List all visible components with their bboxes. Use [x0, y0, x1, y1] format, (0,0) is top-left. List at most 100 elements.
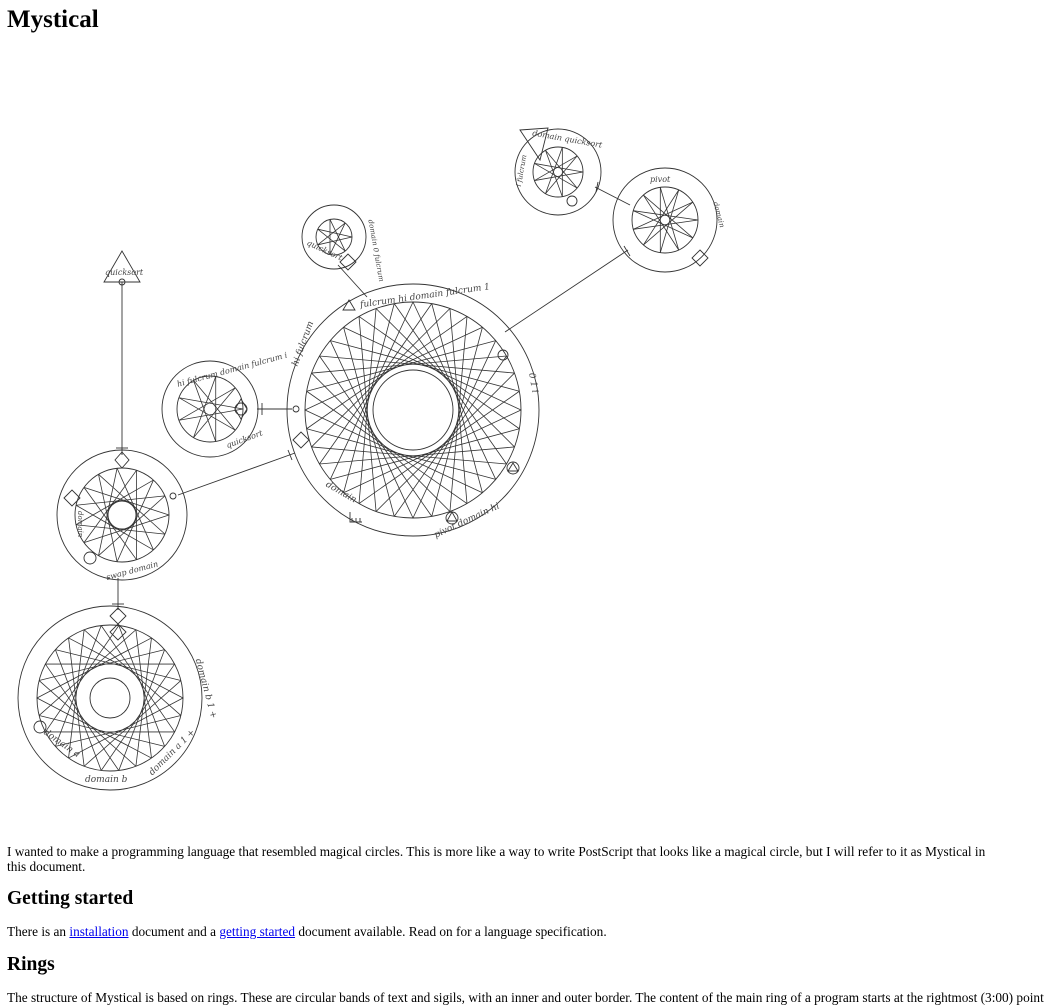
page-title: Mystical: [7, 6, 99, 33]
swap-ring: [56, 449, 188, 581]
star-line: [412, 301, 497, 480]
left-ring-text-a: quicksort: [225, 428, 265, 450]
star-line: [178, 387, 236, 421]
star-line: [75, 524, 165, 535]
installation-link[interactable]: installation: [69, 924, 129, 939]
star-line: [449, 316, 468, 512]
star-line: [100, 663, 175, 771]
star-line: [68, 637, 85, 767]
star-line: [83, 629, 182, 716]
star-line: [449, 308, 468, 504]
star-line: [98, 468, 118, 556]
getting-started-heading: Getting started: [7, 888, 134, 909]
star-line: [659, 189, 680, 253]
left-small-ring: [161, 360, 259, 458]
swap-ring-text: swap domain: [105, 559, 159, 582]
triangle-label: quicksort: [105, 268, 144, 277]
connector-line: [177, 452, 296, 496]
gs-text-middle: document and a: [128, 924, 220, 939]
upper-ring-text-b: domain 0 fulcrum: [366, 219, 385, 283]
star-line: [375, 372, 515, 512]
star-line: [534, 155, 578, 181]
rings-paragraph: The structure of Mystical is based on ri…: [7, 990, 1044, 1005]
getting-started-link[interactable]: getting started: [219, 924, 296, 939]
star-line: [55, 715, 181, 747]
bottom-ring: [17, 605, 203, 791]
star-line: [39, 715, 165, 747]
star-line: [98, 474, 118, 562]
star-line: [39, 649, 165, 681]
star-line: [633, 210, 699, 221]
star-line: [68, 697, 184, 759]
intro-paragraph: I wanted to make a programming language …: [7, 844, 986, 874]
main-ring-text-left: hi fulcrum: [291, 320, 317, 368]
star-line: [118, 625, 166, 747]
swap-ring-text-b: domain: [76, 511, 84, 538]
connector-line: [504, 249, 629, 333]
tr-ring-text-a: domain quicksort: [532, 129, 604, 150]
star-line: [118, 649, 166, 771]
star-line: [98, 473, 166, 535]
getting-started-paragraph: There is an installation document and a …: [7, 924, 987, 940]
main-ring-text-bottom: pivot domain hi: [433, 501, 502, 540]
star-line: [54, 625, 102, 747]
star-line: [431, 303, 483, 493]
right-ring-text-a: pivot: [650, 175, 671, 184]
upper-small-ring: [301, 204, 367, 271]
star-line: [643, 194, 694, 239]
main-ring-text-bottom-b: domain: [324, 480, 358, 506]
connector-line: [337, 264, 368, 298]
star-line: [311, 308, 451, 448]
star-line: [45, 663, 120, 771]
star-line: [412, 340, 497, 519]
star-line: [545, 147, 563, 194]
star-line: [633, 219, 699, 230]
bottom-ring-text-a: domain a: [41, 728, 81, 760]
left-ring-text-b: hi fulcrum domain fulcrum i: [176, 351, 289, 389]
bottom-ring-text-b: domain b: [85, 775, 128, 785]
gs-text-before: There is an: [7, 924, 70, 939]
star-line: [431, 327, 483, 517]
bottom-ring-text-d: domain b 1 +: [193, 658, 219, 720]
star-line: [36, 637, 152, 699]
star-line: [329, 222, 346, 255]
star-line: [83, 487, 137, 560]
star-line: [317, 236, 353, 246]
star-line: [545, 150, 578, 189]
star-line: [534, 163, 578, 189]
star-line: [83, 514, 170, 544]
star-line: [393, 303, 507, 465]
top-right-ring: [514, 127, 602, 216]
star-line: [38, 680, 137, 767]
right-ring: [612, 167, 718, 273]
rings-heading: Rings: [7, 954, 55, 975]
star-line: [317, 222, 346, 246]
star-line: [178, 397, 236, 431]
star-line: [178, 408, 244, 421]
star-line: [633, 210, 693, 239]
star-line: [193, 376, 217, 438]
star-line: [375, 308, 515, 448]
star-line: [135, 629, 152, 759]
quicksort-triangle: [103, 250, 141, 283]
star-line: [193, 380, 217, 442]
star-line: [98, 495, 166, 557]
star-line: [38, 629, 137, 716]
star-line: [100, 625, 175, 733]
star-line: [68, 637, 184, 699]
magic-circle-figure: quicksort fulcrum hi domain fulcrum 1 0 …: [17, 127, 726, 791]
star-line: [83, 486, 170, 516]
main-ring-text-top: fulcrum hi domain fulcrum 1: [359, 282, 491, 310]
star-line: [116, 479, 154, 562]
star-line: [36, 697, 152, 759]
gs-text-after: document available. Read on for a langua…: [295, 924, 607, 939]
star-line: [45, 625, 120, 733]
star-line: [54, 649, 102, 771]
star-line: [317, 228, 353, 238]
star-line: [329, 219, 346, 252]
star-line: [393, 355, 507, 517]
star-line: [135, 637, 152, 767]
star-line: [643, 189, 680, 246]
star-line: [643, 194, 680, 251]
star-line: [68, 629, 85, 759]
